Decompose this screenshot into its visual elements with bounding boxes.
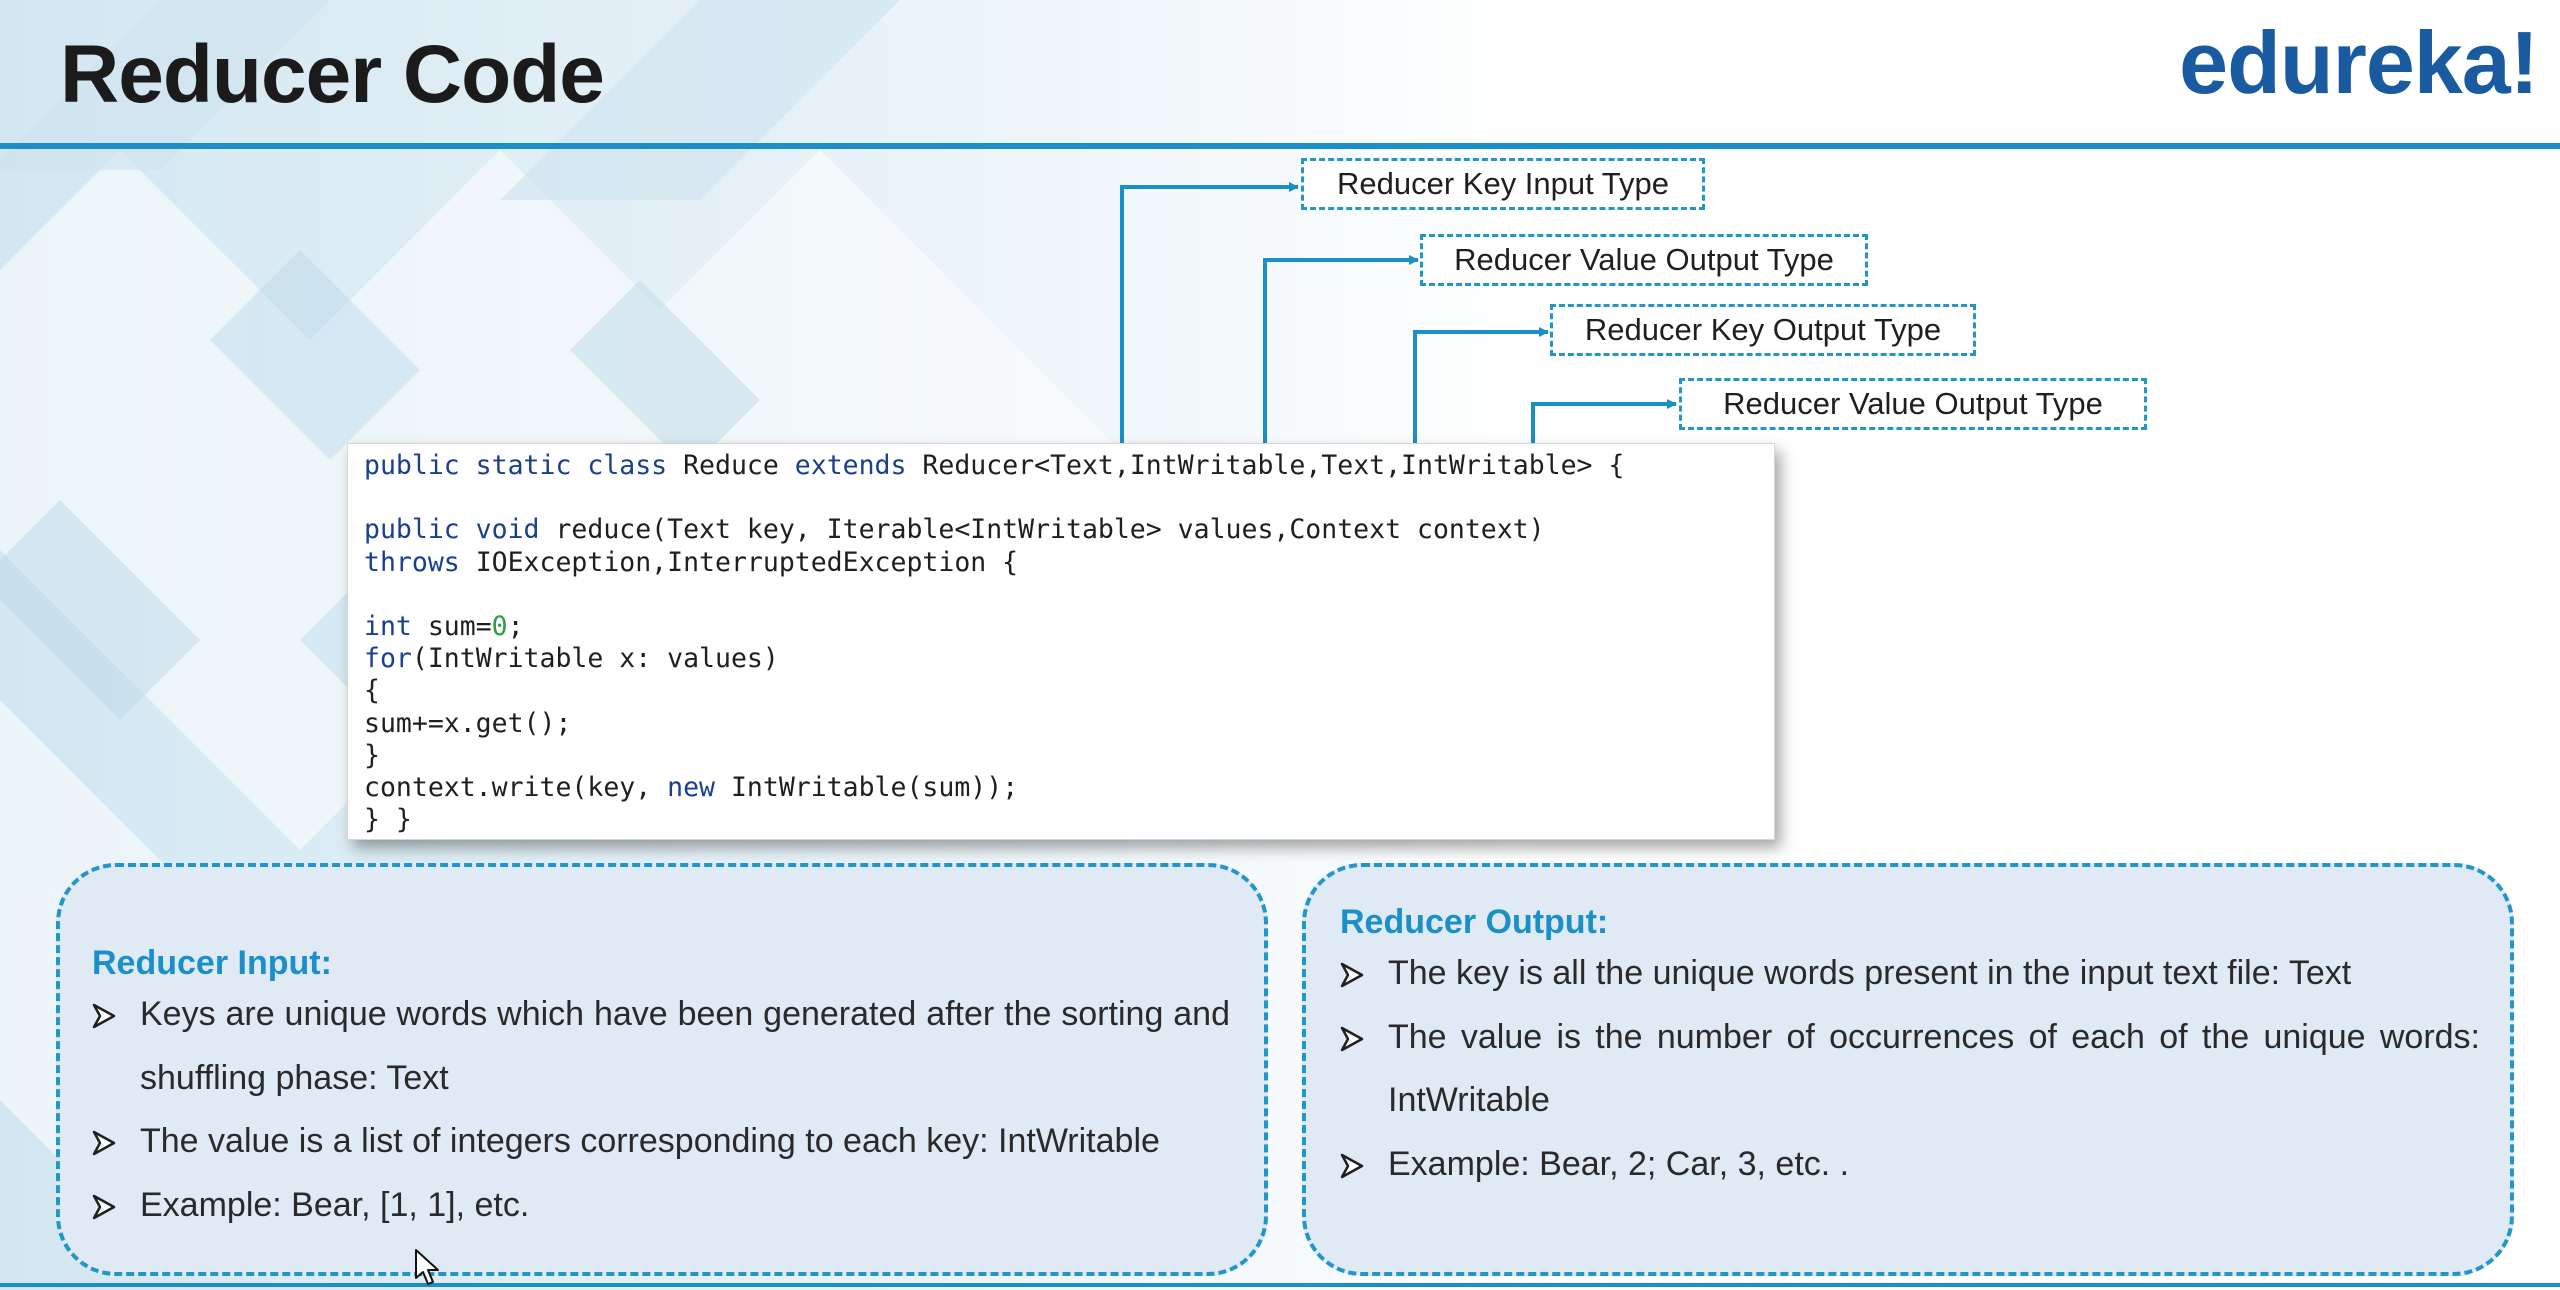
arrow-bullet-icon xyxy=(1340,1006,1380,1052)
code-line: { xyxy=(364,675,380,707)
code-line: public void reduce(Text key, Iterable<In… xyxy=(364,514,1545,546)
list-item: The value is the number of occurrences o… xyxy=(1340,1006,2480,1133)
reducer-output-panel: Reducer Output: The key is all the uniqu… xyxy=(1302,863,2514,1276)
arrow-bullet-icon xyxy=(1340,942,1380,988)
code-line: context.write(key, new IntWritable(sum))… xyxy=(364,771,1019,803)
header-divider xyxy=(0,143,2560,149)
code-line: for(IntWritable x: values) xyxy=(364,643,779,675)
arrow-bullet-icon xyxy=(92,1110,132,1156)
list-item: The key is all the unique words present … xyxy=(1340,942,2480,1006)
arrow-bullet-icon xyxy=(92,983,132,1029)
connector-value-output xyxy=(1531,399,1677,455)
code-line: int sum=0; xyxy=(364,610,524,642)
edureka-logo: edureka! xyxy=(2179,13,2539,112)
code-line: } xyxy=(364,739,380,771)
arrow-bullet-icon xyxy=(92,1174,132,1220)
code-line: } } xyxy=(364,804,412,836)
arrow-bullet-icon xyxy=(1340,1133,1380,1179)
reducer-input-title: Reducer Input: xyxy=(92,944,332,982)
code-line: throws IOException,InterruptedException … xyxy=(364,546,1019,578)
mouse-pointer-icon xyxy=(415,1249,439,1285)
code-line-blank xyxy=(364,579,1774,611)
label-reducer-value-output-type: Reducer Value Output Type xyxy=(1420,234,1868,286)
code-line: public static class Reduce extends Reduc… xyxy=(364,450,1625,481)
label-reducer-key-input-type: Reducer Key Input Type xyxy=(1301,158,1705,210)
code-line: sum+=x.get(); xyxy=(364,707,572,739)
reducer-code-block: public static class Reduce extends Reduc… xyxy=(347,443,1775,840)
label-reducer-value-output-type-2: Reducer Value Output Type xyxy=(1679,378,2147,430)
reducer-input-panel: Reducer Input: Keys are unique words whi… xyxy=(56,863,1268,1276)
slide-title: Reducer Code xyxy=(60,29,605,120)
list-item: The value is a list of integers correspo… xyxy=(92,1110,1230,1174)
list-item: Example: Bear, [1, 1], etc. xyxy=(92,1174,1230,1238)
list-item: Keys are unique words which have been ge… xyxy=(92,983,1230,1110)
code-line-blank xyxy=(364,482,1774,514)
connector-key-input xyxy=(1120,182,1299,455)
connector-value-input xyxy=(1263,255,1419,455)
connector-key-output xyxy=(1413,327,1549,455)
reducer-output-title: Reducer Output: xyxy=(1340,903,1609,941)
list-item: Example: Bear, 2; Car, 3, etc. . xyxy=(1340,1133,2480,1197)
reducer-input-list: Keys are unique words which have been ge… xyxy=(92,983,1230,1237)
footer-divider xyxy=(0,1283,2560,1287)
reducer-output-list: The key is all the unique words present … xyxy=(1340,942,2480,1196)
label-reducer-key-output-type: Reducer Key Output Type xyxy=(1550,304,1976,356)
